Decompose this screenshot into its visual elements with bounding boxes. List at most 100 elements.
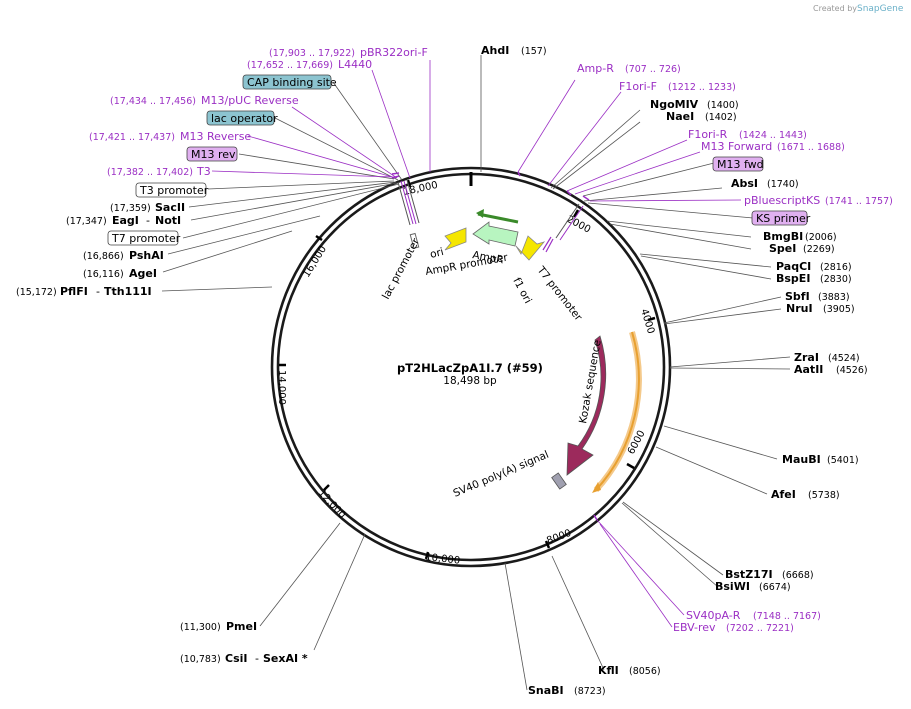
t7-promoter-box[interactable]: T7 promoter: [107, 230, 181, 246]
ks-primer-box[interactable]: KS primer: [751, 210, 811, 226]
tick-label-14000: 14,000: [276, 370, 287, 405]
eagi-pos: (17,347): [66, 216, 107, 227]
m13-puc-reverse-name: M13/pUC Reverse: [201, 94, 299, 107]
sv40pa-r-name: SV40pA-R: [686, 609, 741, 622]
m13-rev-box[interactable]: M13 rev: [186, 146, 238, 162]
afei-pos: (5738): [808, 490, 840, 501]
bmgbi-pos: (2006): [805, 232, 837, 243]
pshai-name: PshAI: [129, 249, 164, 262]
tick-label-12000: 12,000: [316, 488, 348, 521]
paqci-name: PaqCI: [776, 260, 811, 273]
pmei-site[interactable]: (11,300) PmeI: [180, 620, 257, 633]
sbfi-site[interactable]: SbfI (3883): [785, 290, 850, 303]
kfli-pos: (8056): [629, 666, 661, 677]
nrui-name: NruI: [786, 302, 813, 315]
tick-label-2000: 2000: [565, 214, 593, 236]
aatii-name: AatII: [794, 363, 823, 376]
t3-promoter-box[interactable]: T3 promoter: [135, 182, 209, 198]
absi-pos: (1740): [767, 179, 799, 190]
eagi-site[interactable]: (17,347) EagI - NotI: [66, 214, 181, 227]
ngomiv-site[interactable]: NgoMIV (1400): [650, 98, 739, 111]
pflfi-site[interactable]: (15,172) PflFI - Tth111I: [16, 285, 152, 298]
agei-pos: (16,116): [83, 269, 124, 280]
spei-site[interactable]: SpeI (2269): [769, 242, 835, 255]
naei-site[interactable]: NaeI (1402): [666, 110, 737, 123]
bmgbi-name: BmgBI: [763, 230, 803, 243]
nrui-pos: (3905): [823, 304, 855, 315]
bsiwi-site[interactable]: BsiWI (6674): [715, 580, 791, 593]
spei-name: SpeI: [769, 242, 796, 255]
absi-site[interactable]: AbsI (1740): [731, 177, 799, 190]
t3-name: T3: [196, 165, 211, 178]
tick-label-4000: 4000: [638, 308, 656, 336]
spei-pos: (2269): [803, 244, 835, 255]
eagi-sep: -: [146, 214, 150, 227]
bmgbi-site[interactable]: BmgBI (2006): [763, 230, 837, 243]
bspei-site[interactable]: BspEI (2830): [776, 272, 852, 285]
m13-puc-reverse-primer[interactable]: (17,434 .. 17,456) M13/pUC Reverse: [110, 94, 299, 107]
zrai-site[interactable]: ZraI (4524): [794, 351, 860, 364]
bstz17i-site[interactable]: BstZ17I (6668): [725, 568, 814, 581]
m13-forward-primer[interactable]: M13 Forward (1671 .. 1688): [701, 140, 845, 153]
bspei-pos: (2830): [820, 274, 852, 285]
f1ori-r-primer[interactable]: F1ori-R (1424 .. 1443): [688, 128, 807, 141]
amp-r-primer[interactable]: Amp-R (707 .. 726): [577, 62, 681, 75]
f1ori-r-name: F1ori-R: [688, 128, 728, 141]
m13-fwd-box[interactable]: M13 fwd: [712, 156, 764, 172]
pflfi-name: PflFI: [60, 285, 88, 298]
aatii-site[interactable]: AatII (4526): [794, 363, 868, 376]
ks-primer-name: KS primer: [756, 212, 811, 225]
afei-site[interactable]: AfeI (5738): [771, 488, 840, 501]
snabi-name: SnaBI: [528, 684, 564, 697]
t3-primer[interactable]: (17,382 .. 17,402) T3: [107, 165, 211, 178]
ahdi-name: AhdI: [481, 44, 509, 57]
eagi-name: EagI: [112, 214, 139, 227]
kfli-site[interactable]: KflI (8056): [598, 664, 661, 677]
ahdi-site[interactable]: AhdI (157): [481, 44, 547, 57]
lac-operator-name: lac operator: [211, 112, 278, 125]
pmei-pos: (11,300): [180, 622, 221, 633]
snabi-site[interactable]: SnaBI (8723): [528, 684, 606, 697]
t7-promoter-inner-label: T7 promoter: [534, 264, 585, 324]
feature-ori: ori: [429, 227, 467, 261]
zrai-pos: (4524): [828, 353, 860, 364]
bstz17i-name: BstZ17I: [725, 568, 773, 581]
maubi-name: MauBI: [782, 453, 821, 466]
sv40pa-r-primer[interactable]: SV40pA-R (7148 .. 7167): [686, 609, 821, 622]
ebv-rev-name: EBV-rev: [673, 621, 716, 634]
m13-reverse-name: M13 Reverse: [180, 130, 251, 143]
ebv-rev-primer[interactable]: EBV-rev (7202 .. 7221): [673, 621, 794, 634]
ori-label: ori: [429, 246, 445, 261]
cap-binding-site-name: CAP binding site: [247, 76, 337, 89]
sbfi-name: SbfI: [785, 290, 810, 303]
pbr322ori-f-primer[interactable]: (17,903 .. 17,922) pBR322ori-F: [269, 46, 428, 59]
maubi-pos: (5401): [827, 455, 859, 466]
csii-site[interactable]: (10,783) CsiI - SexAI *: [180, 652, 308, 665]
sacii-site[interactable]: (17,359) SacII: [110, 201, 185, 214]
t3-promoter-name: T3 promoter: [139, 184, 209, 197]
l4440-primer[interactable]: (17,652 .. 17,669) L4440: [247, 58, 372, 71]
sacii-pos: (17,359): [110, 203, 151, 214]
paqci-site[interactable]: PaqCI (2816): [776, 260, 852, 273]
tick-marks: [279, 179, 656, 560]
ebv-rev-pos: (7202 .. 7221): [726, 623, 794, 634]
lac-operator-box[interactable]: lac operator: [206, 110, 278, 126]
sv40pa-r-pos: (7148 .. 7167): [753, 611, 821, 622]
afei-name: AfeI: [771, 488, 796, 501]
cap-binding-site-box[interactable]: CAP binding site: [242, 74, 337, 90]
plasmid-length: 18,498 bp: [443, 375, 497, 387]
agei-site[interactable]: (16,116) AgeI: [83, 267, 157, 280]
m13-reverse-primer[interactable]: (17,421 .. 17,437) M13 Reverse: [89, 130, 251, 143]
nrui-site[interactable]: NruI (3905): [786, 302, 855, 315]
f1ori-r-pos: (1424 .. 1443): [739, 130, 807, 141]
pflfi-pos: (15,172): [16, 287, 57, 298]
csii-sep: -: [255, 652, 259, 665]
pbluescriptks-primer[interactable]: pBluescriptKS (1741 .. 1757): [744, 194, 893, 207]
feature-orange-arc: [592, 331, 642, 493]
maubi-site[interactable]: MauBI (5401): [782, 453, 859, 466]
zrai-name: ZraI: [794, 351, 819, 364]
f1ori-f-primer[interactable]: F1ori-F (1212 .. 1233): [619, 80, 736, 93]
t3-pos: (17,382 .. 17,402): [107, 167, 193, 178]
pshai-site[interactable]: (16,866) PshAI: [83, 249, 164, 262]
